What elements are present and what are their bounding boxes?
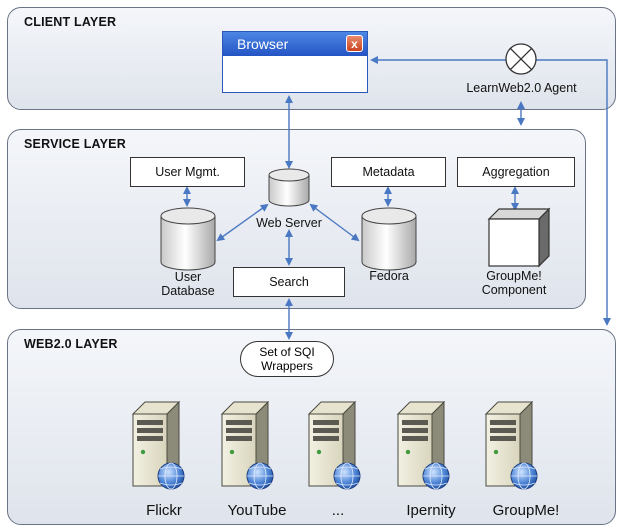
- server-icon-groupme: [484, 400, 538, 490]
- browser-titlebar: Browser x: [223, 32, 367, 56]
- search-box: Search: [233, 267, 345, 297]
- server-icon-ipernity: [396, 400, 450, 490]
- client-layer-title: CLIENT LAYER: [24, 15, 117, 29]
- browser-window: Browser x: [222, 31, 368, 93]
- groupme-component-label-line2: Component: [481, 283, 547, 297]
- web-server-label: Web Server: [256, 216, 322, 230]
- groupme-component-label: GroupMe! Component: [469, 269, 559, 297]
- close-icon: x: [346, 35, 363, 52]
- server-icons: [131, 400, 538, 490]
- webserver-userdb-arrow: [216, 203, 269, 242]
- user-database-cylinder-icon: [160, 207, 216, 271]
- web20-layer-title: WEB2.0 LAYER: [24, 337, 118, 351]
- user-database-label-line2: Database: [161, 284, 215, 298]
- fedora-cylinder-icon: [361, 207, 417, 271]
- connection-arrows: [183, 56, 611, 340]
- server-icon-flickr: [131, 400, 185, 490]
- metadata-box: Metadata: [331, 157, 446, 187]
- webserver-fedora-arrow: [309, 203, 360, 242]
- server-label-youtube: YouTube: [227, 502, 287, 519]
- server-label-groupme: GroupMe!: [492, 502, 560, 519]
- aggregation-box: Aggregation: [457, 157, 575, 187]
- sqi-wrappers-oval: Set of SQI Wrappers: [240, 341, 334, 377]
- user-database-label: User Database: [143, 270, 233, 298]
- fedora-label: Fedora: [369, 269, 409, 283]
- server-label-ellipsis: ...: [331, 502, 345, 519]
- groupme-component-label-line1: GroupMe!: [486, 269, 542, 283]
- server-label-flickr: Flickr: [146, 502, 182, 519]
- user-database-label-line1: User: [174, 270, 202, 284]
- server-icon-youtube: [220, 400, 274, 490]
- groupme-cube-icon: [487, 207, 551, 268]
- browser-web20-arrow: [370, 56, 611, 326]
- user-mgmt-box: User Mgmt.: [130, 157, 245, 187]
- sqi-wrappers-line2: Wrappers: [261, 359, 313, 373]
- browser-title: Browser: [237, 36, 289, 52]
- server-icon-ellipsis: [307, 400, 361, 490]
- server-label-ipernity: Ipernity: [406, 502, 456, 519]
- web-server-cylinder-icon: [268, 168, 310, 207]
- agent-icon: [505, 43, 537, 75]
- service-layer-title: SERVICE LAYER: [24, 137, 126, 151]
- sqi-wrappers-line1: Set of SQI: [259, 345, 315, 359]
- agent-label: LearnWeb2.0 Agent: [466, 81, 577, 95]
